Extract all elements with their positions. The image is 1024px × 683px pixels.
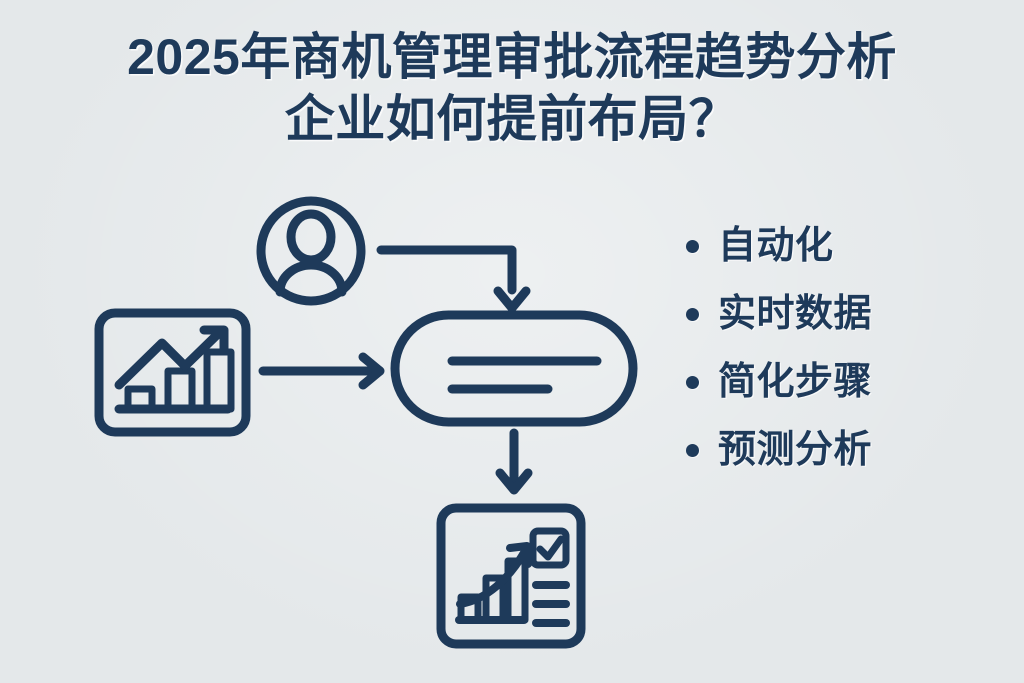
list-item: 简化步骤 <box>686 348 1006 416</box>
user-avatar-icon <box>256 196 366 306</box>
report-checklist-chart-icon <box>436 503 586 649</box>
connector-user-to-process <box>376 245 531 313</box>
bullet-dot-icon <box>686 375 699 389</box>
page-title-line-2: 企业如何提前布局？ <box>284 91 740 147</box>
feature-bullet-list: 自动化 实时数据 简化步骤 预测分析 <box>686 212 1006 484</box>
bullet-dot-icon <box>686 307 699 321</box>
page-title: 2025年商机管理审批流程趋势分析 企业如何提前布局？ <box>0 26 1024 150</box>
page-title-line-1: 2025年商机管理审批流程趋势分析 <box>127 29 897 85</box>
bullet-label: 实时数据 <box>718 293 873 335</box>
bullet-label: 自动化 <box>718 225 834 267</box>
connector-analytics-to-process <box>258 352 385 390</box>
list-item: 自动化 <box>686 212 1006 280</box>
bullet-dot-icon <box>686 239 699 253</box>
connector-process-to-report <box>495 428 533 495</box>
bullet-label: 预测分析 <box>718 429 873 471</box>
bar-chart-trend-icon <box>94 308 251 437</box>
list-item: 预测分析 <box>686 416 1006 484</box>
document-lines-icon <box>390 310 638 427</box>
bullet-label: 简化步骤 <box>718 361 873 403</box>
list-item: 实时数据 <box>686 280 1006 348</box>
bullet-dot-icon <box>686 443 699 457</box>
